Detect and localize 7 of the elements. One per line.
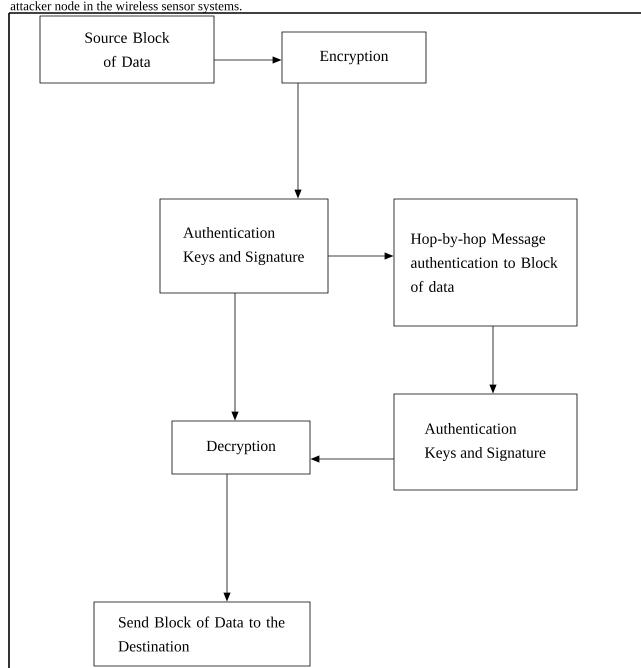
process-box: Hop-by-hop Message authentication to Block of data — [394, 198, 578, 326]
process-box: Decryption — [172, 420, 310, 474]
process-box: Authentication Keys and Signature — [160, 198, 328, 294]
process-box: Send Block of Data to the Destination — [94, 602, 310, 666]
process-box: Authentication Keys and Signature — [394, 394, 578, 490]
process-box: Encryption — [282, 32, 426, 84]
process-box: Source Block of Data — [40, 16, 214, 84]
